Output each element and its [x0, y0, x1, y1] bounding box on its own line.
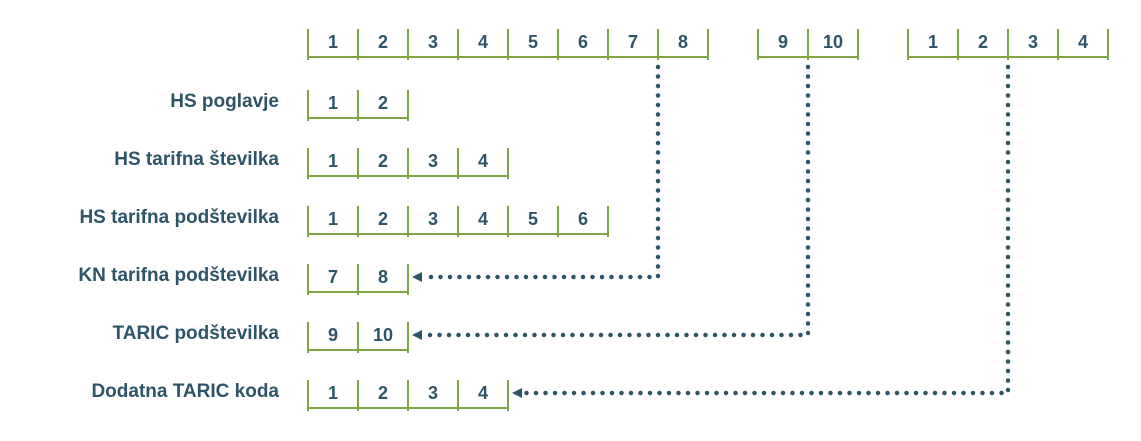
- cell-divider: [807, 29, 809, 60]
- digit-cell: 1: [308, 206, 358, 235]
- digit-cell: 2: [958, 29, 1008, 58]
- digit-cell: 2: [358, 29, 408, 58]
- connector-cn-subheading: [420, 64, 661, 280]
- row-label-hs-heading: HS tarifna številka: [114, 149, 279, 170]
- digit-cell: 1: [308, 380, 358, 409]
- cell-divider: [557, 206, 559, 237]
- cell-divider: [407, 206, 409, 237]
- digit-cell: 3: [408, 380, 458, 409]
- cell-divider: [307, 264, 309, 295]
- cell-divider: [407, 322, 409, 353]
- cell-divider: [457, 380, 459, 411]
- digit-cell: 1: [308, 29, 358, 58]
- cell-divider: [1107, 29, 1109, 60]
- digit-cell: 5: [508, 29, 558, 58]
- row-label-hs-subheading: HS tarifna podštevilka: [79, 207, 279, 228]
- cell-divider: [407, 90, 409, 121]
- cell-divider: [307, 206, 309, 237]
- cell-divider: [1007, 29, 1009, 60]
- cell-divider: [457, 206, 459, 237]
- cell-divider: [907, 29, 909, 60]
- digit-cell: 5: [508, 206, 558, 235]
- digit-cell: 3: [408, 148, 458, 177]
- digit-cell: 4: [458, 206, 508, 235]
- arrow-taric-subheading: [412, 330, 422, 340]
- cell-divider: [857, 29, 859, 60]
- cell-divider: [957, 29, 959, 60]
- cell-divider: [757, 29, 759, 60]
- cell-divider: [607, 29, 609, 60]
- cell-divider: [607, 206, 609, 237]
- digit-cell: 4: [458, 148, 508, 177]
- row-label-cn-subheading: KN tarifna podštevilka: [78, 265, 279, 286]
- cell-divider: [457, 148, 459, 179]
- digit-cell: 10: [358, 322, 408, 351]
- cell-divider: [1057, 29, 1059, 60]
- digit-cell: 4: [458, 29, 508, 58]
- cell-divider: [357, 148, 359, 179]
- digit-cell: 2: [358, 380, 408, 409]
- digit-cell: 9: [308, 322, 358, 351]
- cell-divider: [657, 29, 659, 60]
- cell-divider: [507, 148, 509, 179]
- digit-cell: 4: [458, 380, 508, 409]
- digit-cell: 8: [658, 29, 708, 58]
- connector-taric-subheading: [420, 64, 811, 338]
- cell-divider: [307, 322, 309, 353]
- digit-cell: 1: [308, 90, 358, 119]
- cell-divider: [307, 29, 309, 60]
- digit-cell: 3: [1008, 29, 1058, 58]
- cell-divider: [407, 380, 409, 411]
- cell-divider: [357, 90, 359, 121]
- cell-divider: [507, 380, 509, 411]
- cell-divider: [307, 380, 309, 411]
- digit-cell: 2: [358, 206, 408, 235]
- cell-divider: [357, 380, 359, 411]
- digit-cell: 2: [358, 148, 408, 177]
- cell-divider: [507, 29, 509, 60]
- cell-divider: [357, 322, 359, 353]
- digit-cell: 10: [808, 29, 858, 58]
- cell-divider: [457, 29, 459, 60]
- row-label-taric-subheading: TARIC podštevilka: [112, 323, 279, 344]
- digit-cell: 3: [408, 206, 458, 235]
- cell-divider: [307, 90, 309, 121]
- digit-cell: 1: [908, 29, 958, 58]
- digit-cell: 6: [558, 29, 608, 58]
- cell-divider: [407, 148, 409, 179]
- digit-cell: 2: [358, 90, 408, 119]
- cell-divider: [357, 29, 359, 60]
- digit-cell: 8: [358, 264, 408, 293]
- cell-divider: [557, 29, 559, 60]
- row-label-additional-taric-code: Dodatna TARIC koda: [91, 381, 279, 402]
- arrow-additional-taric-code: [512, 388, 522, 398]
- digit-cell: 3: [408, 29, 458, 58]
- cell-divider: [407, 264, 409, 295]
- digit-cell: 7: [608, 29, 658, 58]
- cell-divider: [307, 148, 309, 179]
- digit-cell: 6: [558, 206, 608, 235]
- arrow-cn-subheading: [412, 272, 422, 282]
- cell-divider: [407, 29, 409, 60]
- cell-divider: [707, 29, 709, 60]
- digit-cell: 1: [308, 148, 358, 177]
- cell-divider: [507, 206, 509, 237]
- row-label-hs-chapter: HS poglavje: [170, 91, 279, 112]
- cell-divider: [357, 206, 359, 237]
- digit-cell: 4: [1058, 29, 1108, 58]
- digit-cell: 9: [758, 29, 808, 58]
- digit-cell: 7: [308, 264, 358, 293]
- cell-divider: [357, 264, 359, 295]
